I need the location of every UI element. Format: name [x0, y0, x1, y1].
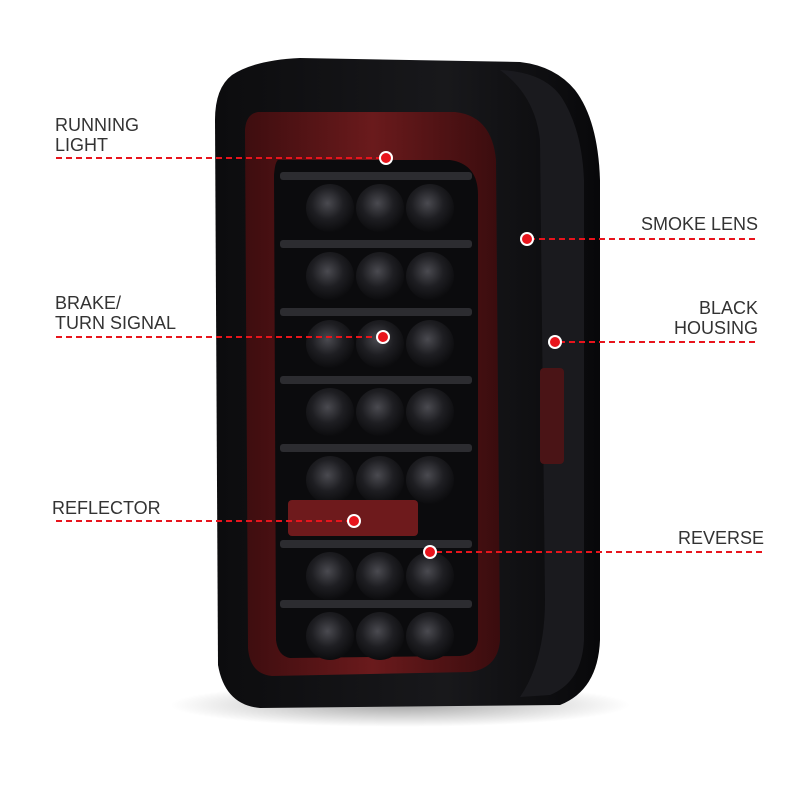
- callout-label-line: REVERSE: [677, 528, 764, 548]
- callout-label-black-housing: BLACK HOUSING: [674, 298, 758, 338]
- led-bulb: [406, 252, 454, 300]
- led-bulb: [306, 184, 354, 232]
- led-row-divider: [280, 540, 472, 548]
- led-bulb: [306, 388, 354, 436]
- callout-label-line: REFLECTOR: [52, 498, 161, 518]
- callout-lines: [56, 151, 762, 559]
- callout-label-line: TURN SIGNAL: [55, 313, 177, 333]
- callout-dot-brake-turn-signal: [378, 332, 388, 342]
- callout-label-line: BRAKE/: [55, 293, 122, 313]
- led-bulb: [306, 252, 354, 300]
- led-bulb: [306, 612, 354, 660]
- led-bulb: [356, 388, 404, 436]
- led-bulb: [356, 184, 404, 232]
- led-row-divider: [280, 172, 472, 180]
- callout-label-running-light: RUNNING LIGHT: [55, 115, 139, 155]
- callout-label-brake-turn-signal: BRAKE/ TURN SIGNAL: [55, 293, 176, 333]
- led-row-divider: [280, 308, 472, 316]
- led-bulb: [406, 612, 454, 660]
- callout-label-line: RUNNING: [55, 115, 139, 135]
- led-bulb: [356, 456, 404, 504]
- callout-label-smoke-lens: SMOKE LENS: [641, 214, 758, 234]
- led-bulb: [306, 456, 354, 504]
- led-row-divider: [280, 600, 472, 608]
- led-bulb: [406, 184, 454, 232]
- led-bulb: [406, 388, 454, 436]
- side-reflector: [540, 368, 564, 464]
- led-bulb: [406, 456, 454, 504]
- led-row-divider: [280, 376, 472, 384]
- callout-dot-black-housing: [550, 337, 560, 347]
- callout-dot-running-light: [381, 153, 391, 163]
- led-bulb: [356, 612, 404, 660]
- callout-label-reverse: REVERSE: [678, 528, 764, 548]
- callout-label-line: BLACK: [698, 298, 758, 318]
- led-bulb: [306, 552, 354, 600]
- led-bulb: [356, 252, 404, 300]
- led-bulb: [306, 320, 354, 368]
- callout-label-line: SMOKE LENS: [640, 214, 758, 234]
- callout-label-reflector: REFLECTOR: [52, 498, 161, 518]
- led-bulb: [356, 320, 404, 368]
- led-bulb: [356, 552, 404, 600]
- led-row-divider: [280, 444, 472, 452]
- led-rows: [280, 172, 472, 660]
- led-bulb: [406, 552, 454, 600]
- led-bulb: [406, 320, 454, 368]
- callout-label-line: LIGHT: [55, 135, 109, 155]
- smoke-lens-side: [500, 70, 584, 697]
- callout-dot-reverse: [425, 547, 435, 557]
- led-row-divider: [280, 240, 472, 248]
- callout-dot-reflector: [349, 516, 359, 526]
- callout-dot-smoke-lens: [522, 234, 532, 244]
- callout-label-line: HOUSING: [673, 318, 758, 338]
